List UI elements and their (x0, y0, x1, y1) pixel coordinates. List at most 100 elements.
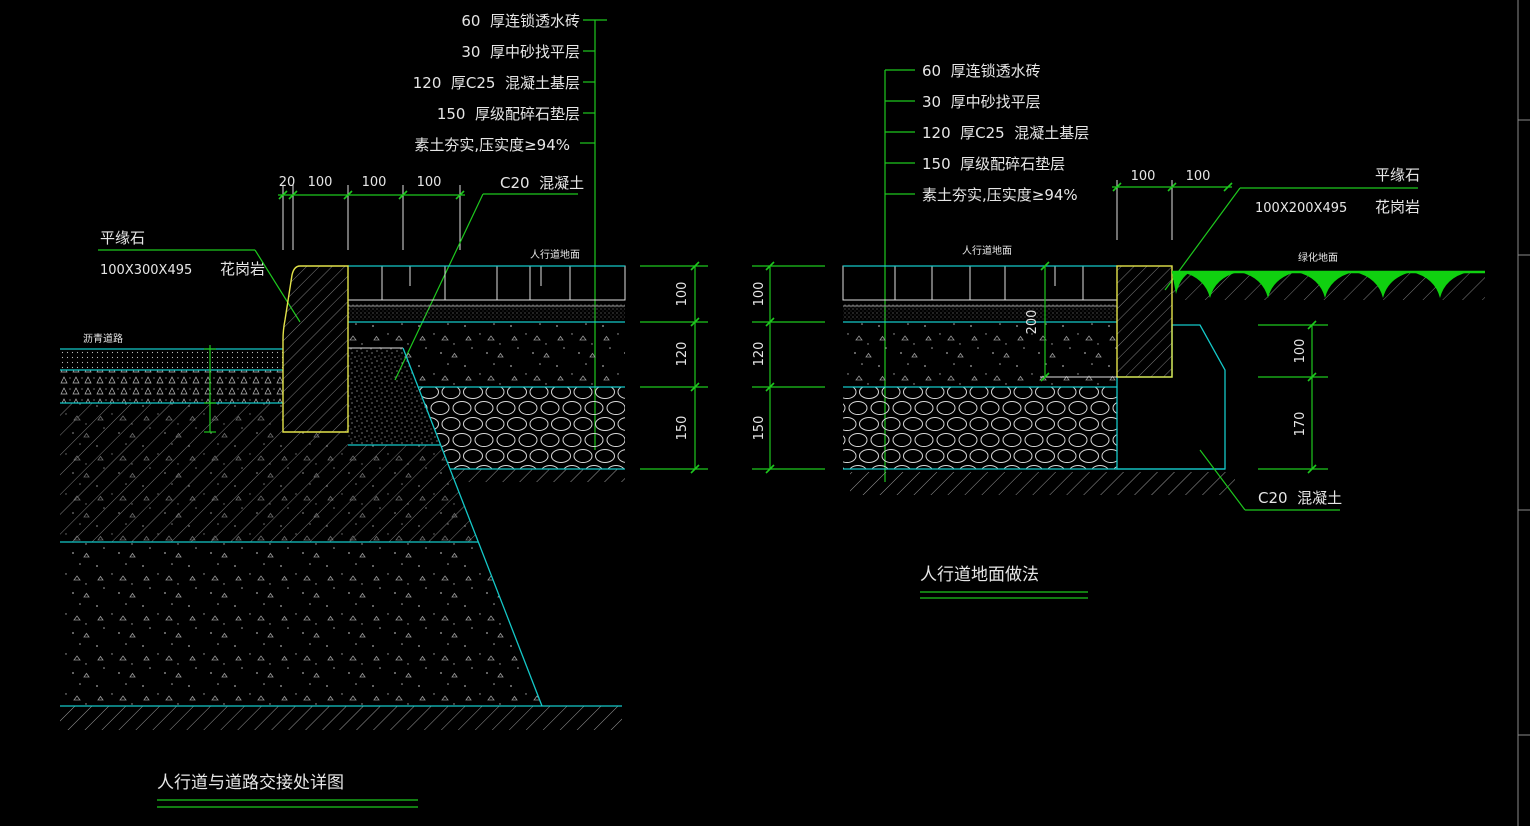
asphalt-base-layer (60, 370, 283, 403)
right-layer-dimension-label: 120 (752, 342, 767, 367)
right-top-dimensions: 100 100 (1112, 169, 1232, 240)
grass-tuft (1297, 272, 1353, 298)
drawing-frame-border (1517, 0, 1530, 826)
left-layer-dimensions: 100 120 150 (640, 265, 708, 470)
left-callout-paver: 60 厚连锁透水砖 (461, 12, 580, 30)
asphalt-road-label: 沥青道路 (83, 332, 123, 345)
dimension-ticks (278, 182, 1317, 474)
left-sidewalk-surface-label: 人行道地面 (530, 248, 580, 261)
left-sand-layer (348, 304, 625, 320)
right-layer-dimensions: 100 120 150 (752, 265, 825, 470)
right-curb-name: 平缘石 (1375, 166, 1420, 184)
grass-tuft (1172, 272, 1190, 294)
right-callout-concrete-base: 120 厚C25 混凝土基层 (922, 124, 1089, 142)
left-excavation-slope-line (402, 347, 543, 707)
left-layer-dimension-label: 120 (675, 342, 690, 367)
right-callout-gravel: 150 厚级配碎石垫层 (922, 155, 1065, 173)
dimension-tick (765, 382, 775, 392)
green-area-grass (1172, 270, 1485, 300)
right-c25-concrete-base (843, 322, 1117, 387)
right-detail: 100 120 150 60 厚连锁透水砖 30 厚中砂找平层 120 厚C25… (752, 62, 1485, 599)
right-curb-material: 花岗岩 (1375, 198, 1420, 216)
dimension-tick (690, 464, 700, 474)
right-detail-title: 人行道地面做法 (920, 565, 1039, 585)
left-curb-name: 平缘石 (100, 229, 145, 247)
dimension-tick (765, 261, 775, 271)
right-concrete-leader (1199, 449, 1246, 511)
right-granite-curb (1116, 265, 1173, 378)
left-curb-size: 100X300X495 (100, 263, 192, 278)
curb-height-dimension-label: 200 (1025, 310, 1040, 335)
left-top-dimension-label: 20 (279, 175, 296, 190)
left-earth-base-hatch (60, 706, 622, 730)
dimension-tick (1112, 182, 1122, 192)
grass-tuft (1240, 272, 1296, 298)
left-layer-dimension-label: 100 (675, 282, 690, 307)
dimension-tick (288, 190, 298, 200)
right-sidewalk-surface-label: 人行道地面 (962, 244, 1012, 257)
left-curb-material: 花岗岩 (220, 260, 265, 278)
dimension-tick (690, 261, 700, 271)
right-layer-dimension-label: 150 (752, 416, 767, 441)
right-graded-gravel-layer (843, 387, 1117, 469)
left-graded-gravel-layer (418, 387, 625, 469)
right-curb-size: 100X200X495 (1255, 201, 1347, 216)
left-concrete-label: C20 混凝土 (500, 174, 584, 192)
left-top-dimensions: 20 100 100 100 (278, 175, 465, 250)
right-callout-paver: 60 厚连锁透水砖 (922, 62, 1041, 80)
left-c25-concrete-base (348, 322, 625, 387)
right-top-dimension-label: 100 (1186, 169, 1211, 184)
grass-tuft (1412, 272, 1468, 298)
right-concrete-callout: C20 混凝土 (1199, 449, 1342, 511)
dimension-tick (1307, 320, 1317, 330)
left-callout-sand: 30 厚中砂找平层 (461, 43, 580, 61)
left-detail: 60 厚连锁透水砖 30 厚中砂找平层 120 厚C25 混凝土基层 150 厚… (60, 12, 708, 808)
dimension-tick (455, 190, 465, 200)
left-top-dimension-label: 100 (308, 175, 333, 190)
right-sand-layer (843, 304, 1117, 320)
dimension-tick (690, 317, 700, 327)
left-callout-concrete-base: 120 厚C25 混凝土基层 (413, 74, 580, 92)
right-earth-base-hatch (850, 472, 1235, 495)
right-concrete-label: C20 混凝土 (1258, 489, 1342, 507)
dimension-tick (1223, 182, 1233, 192)
left-layer-dimension-label: 150 (675, 416, 690, 441)
grass-tuft (1355, 272, 1411, 298)
green-surface-label: 绿化地面 (1298, 251, 1338, 264)
left-paver-layer (347, 265, 626, 301)
right-paver-layer (842, 265, 1118, 301)
right-callout-subgrade: 素土夯实,压实度≥94% (922, 186, 1078, 204)
left-curb-callout: 平缘石 100X300X495 花岗岩 (98, 229, 301, 323)
right-layer-dimension-label: 100 (752, 282, 767, 307)
dimension-tick (1307, 372, 1317, 382)
left-c20-concrete-block (348, 348, 440, 445)
dimension-tick (343, 190, 353, 200)
right-callout-sand: 30 厚中砂找平层 (922, 93, 1041, 111)
dimension-tick (1167, 182, 1177, 192)
left-layer-callouts: 60 厚连锁透水砖 30 厚中砂找平层 120 厚C25 混凝土基层 150 厚… (413, 12, 607, 450)
left-top-dimension-label: 100 (417, 175, 442, 190)
dimension-tick (278, 190, 288, 200)
dimension-tick (690, 382, 700, 392)
concrete-dimension-label: 100 (1293, 339, 1308, 364)
dimension-tick (398, 190, 408, 200)
left-callout-gravel: 150 厚级配碎石垫层 (437, 105, 580, 123)
left-granite-curb (282, 265, 349, 433)
dimension-tick (765, 317, 775, 327)
concrete-dimension-label: 170 (1293, 412, 1308, 437)
dimension-tick (765, 464, 775, 474)
right-concrete-dimensions: 100 170 (1258, 324, 1328, 470)
dimension-tick (1040, 261, 1050, 271)
left-top-dimension-label: 100 (362, 175, 387, 190)
asphalt-surface-layer (60, 349, 283, 370)
left-compacted-subgrade-speckle (60, 403, 478, 542)
grass-tuft (1182, 272, 1238, 298)
left-soil-fill (60, 542, 542, 706)
left-earth-under-gravel (450, 469, 625, 482)
right-top-dimension-label: 100 (1131, 169, 1156, 184)
dimension-tick (1307, 464, 1317, 474)
left-detail-title: 人行道与道路交接处详图 (157, 773, 344, 793)
dimension-tick (1040, 372, 1050, 382)
left-callout-subgrade: 素土夯实,压实度≥94% (414, 136, 570, 154)
